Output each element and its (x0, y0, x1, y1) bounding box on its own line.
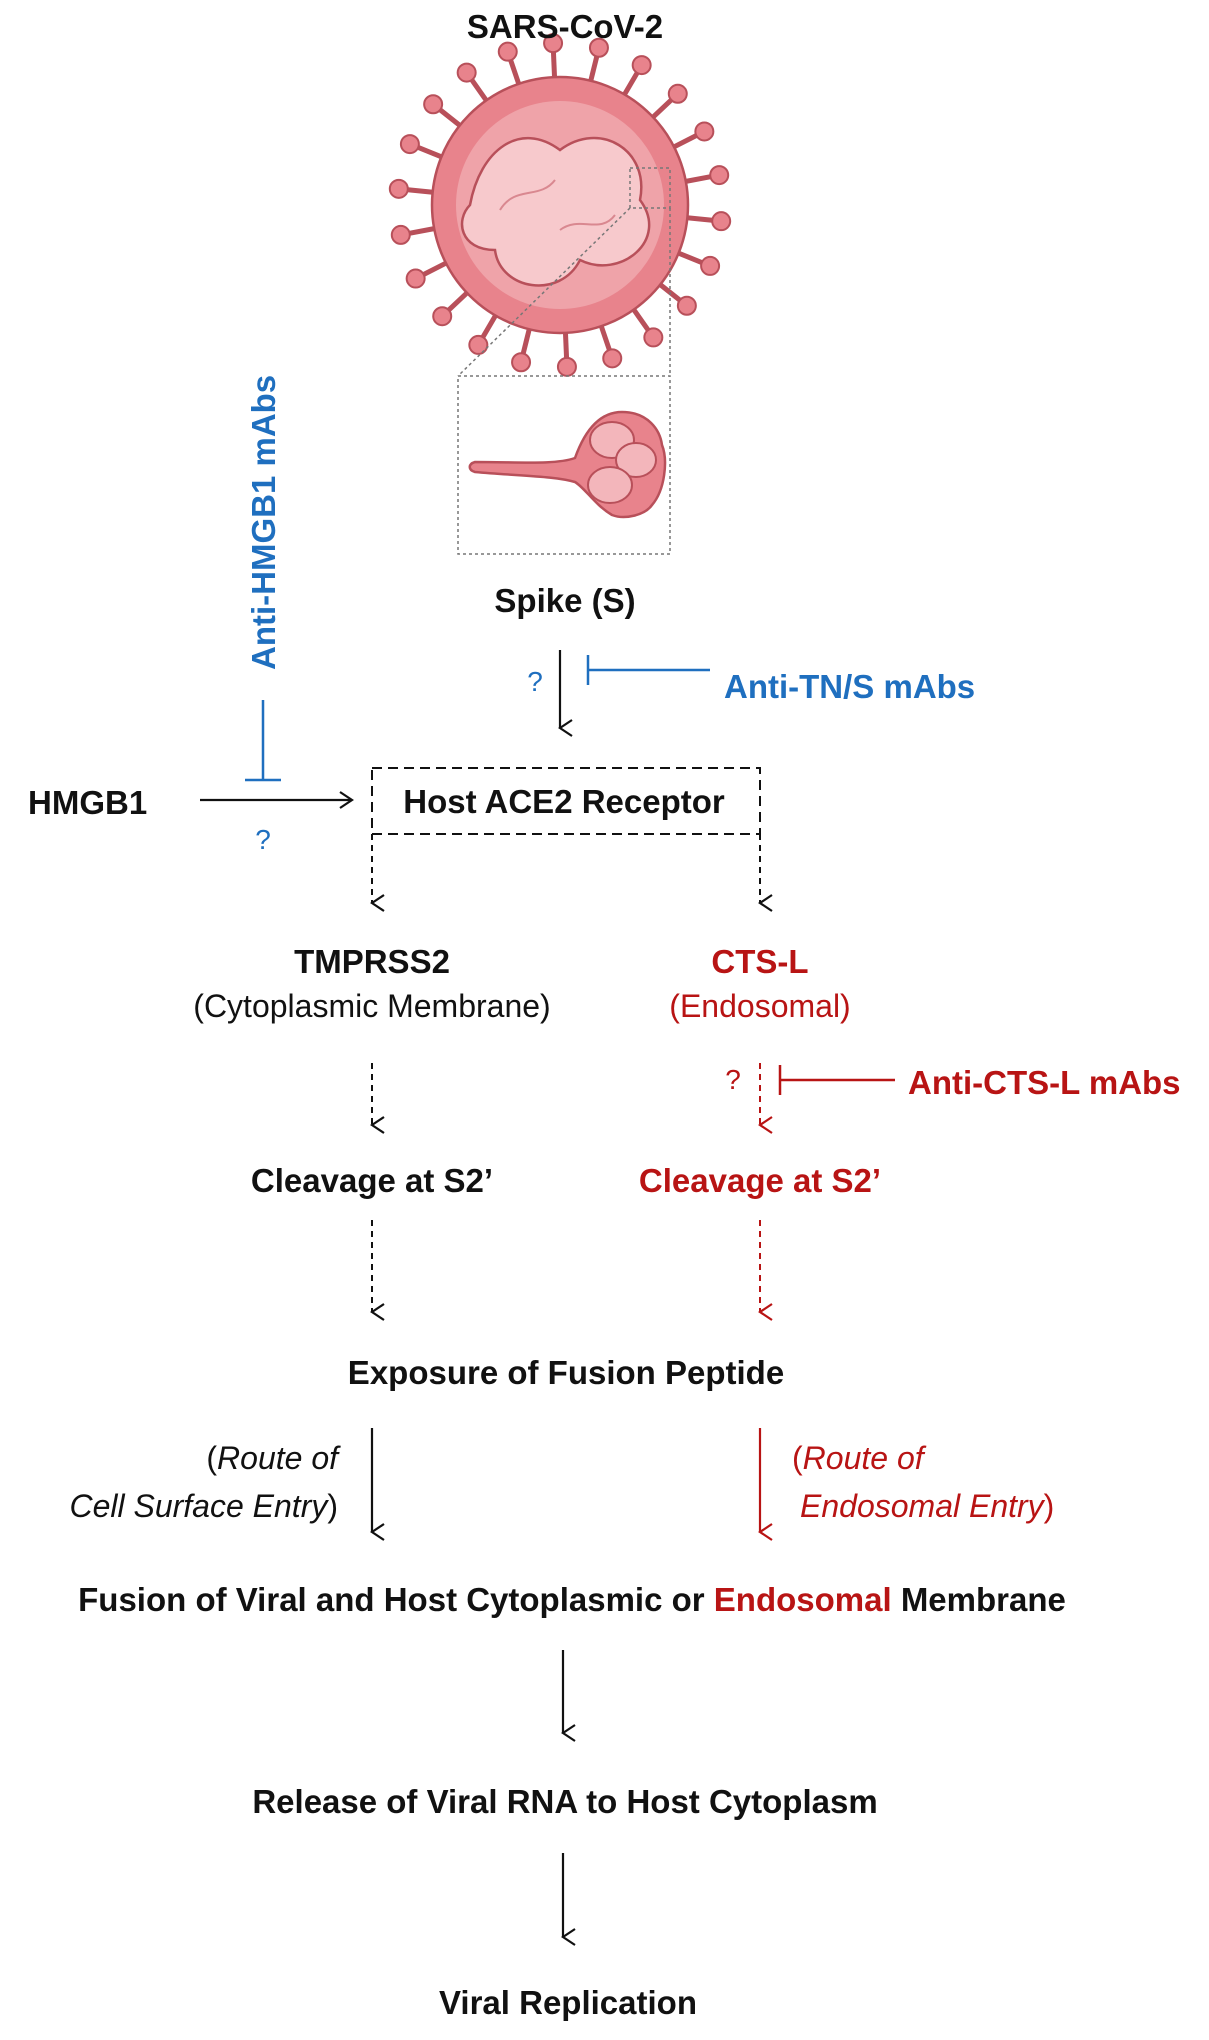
virus-spike-head (676, 295, 697, 316)
virus-spike-head (388, 178, 409, 199)
virus-spike-head (602, 348, 623, 369)
anti-hmgb1-label: Anti-HMGB1 mAbs (245, 374, 282, 670)
anti-tns-label: Anti-TN/S mAbs (724, 668, 976, 705)
replication-label: Viral Replication (439, 1984, 697, 2021)
virus-spike-head (468, 334, 489, 355)
virus-spike-head (588, 37, 609, 58)
virus-spike-head (643, 327, 664, 348)
ace2-label: Host ACE2 Receptor (403, 783, 725, 820)
zoom-box-large (457, 375, 671, 555)
virus-spike-head (423, 94, 444, 115)
virus-spike-head (432, 306, 453, 327)
virus-spike-head (456, 62, 477, 83)
spike-protein-icon (468, 410, 667, 519)
ace2-box (371, 767, 761, 835)
virus-spike-head (405, 268, 426, 289)
fusion-label: Fusion of Viral and Host Cytoplasmic or … (78, 1581, 1066, 1618)
virus-spike-head (556, 356, 577, 377)
virus-spike-head (511, 352, 532, 373)
rna-core-icon (460, 136, 651, 287)
virus-particle-icon (388, 33, 732, 377)
virus-spike-head (399, 134, 420, 155)
virus-spike-head (711, 211, 732, 232)
virus-spike-head (497, 41, 518, 62)
zoom-guide-left (457, 207, 631, 377)
virus-spike-head (694, 121, 715, 142)
release-label: Release of Viral RNA to Host Cytoplasm (252, 1783, 878, 1820)
unknown-mark-ctsl: ? (725, 1064, 741, 1095)
surface-route-line1: (Route of (206, 1440, 338, 1476)
virus-spike-head (390, 224, 411, 245)
spike-label: Spike (S) (494, 582, 636, 619)
ctsl-label: CTS-L (711, 943, 809, 980)
unknown-mark-hmgb1: ? (255, 824, 271, 855)
tmprss2-label: TMPRSS2 (294, 943, 450, 980)
tmprss2-location: (Cytoplasmic Membrane) (193, 988, 551, 1024)
unknown-mark-spike: ? (527, 666, 543, 697)
surface-route-line2: Cell Surface Entry) (69, 1488, 338, 1524)
ctsl-location: (Endosomal) (669, 988, 851, 1024)
zoom-box-small (629, 167, 671, 209)
anti-ctsl-label: Anti-CTS-L mAbs (908, 1064, 1181, 1101)
hmgb1-label: HMGB1 (28, 784, 148, 821)
virus-spike-head (631, 55, 652, 76)
exposure-label: Exposure of Fusion Peptide (347, 1354, 785, 1391)
virus-spike-head (543, 33, 564, 54)
virus-title: SARS-CoV-2 (466, 8, 664, 45)
virus-spike-head (700, 255, 721, 276)
cleavage-right-label: Cleavage at S2’ (638, 1162, 882, 1199)
endosomal-route-line2: Endosomal Entry) (800, 1488, 1055, 1524)
fusion-endosomal-highlight: Endosomal (713, 1581, 892, 1618)
endosomal-route-line1: (Route of (792, 1440, 924, 1476)
virus-spike-head (667, 83, 688, 104)
virus-spike-head (709, 165, 730, 186)
cleavage-left-label: Cleavage at S2’ (250, 1162, 494, 1199)
